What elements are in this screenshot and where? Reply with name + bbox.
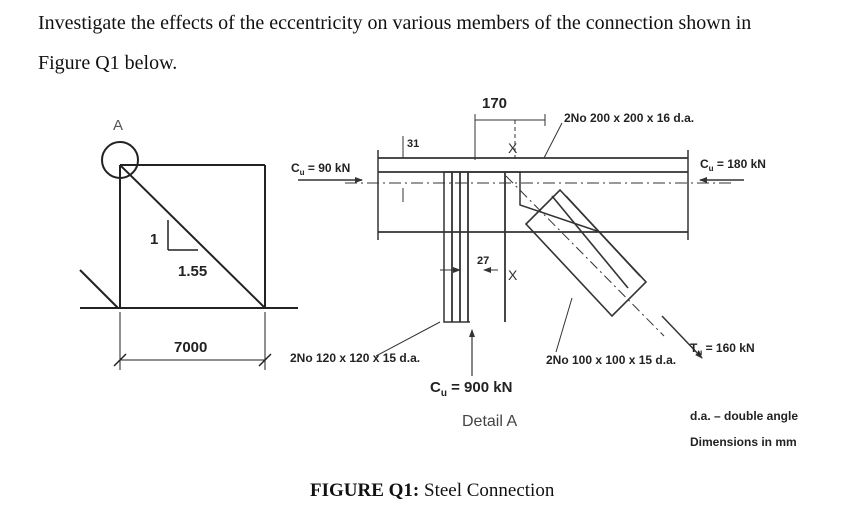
bottom-force-label: Cu = 900 kN [430,379,512,399]
question-line-2: Figure Q1 below. [38,52,178,74]
diagonal-label-leader [555,297,573,353]
diagonal-inner-edge-2 [551,195,629,289]
figure-caption: FIGURE Q1: Steel Connection [310,480,554,502]
tension-force-arrow [661,315,703,359]
diagonal-inner-edge-1 [565,195,641,277]
notes-abbreviation: d.a. – double angle [690,409,798,423]
right-force-label: Cu = 180 kN [700,157,766,173]
left-force-label: Cu = 90 kN [291,161,350,177]
diagonal-outline [524,188,648,318]
dim-170-label: 170 [482,95,507,112]
right-force-subscript: u [709,164,714,173]
dim-31-label: 31 [407,138,419,150]
right-force-symbol: C [700,157,709,171]
truss-diagonal [119,164,266,309]
vertical-member-label: 2No 120 x 120 x 15 d.a. [290,351,420,365]
span-tick-right [258,353,272,367]
figure-caption-text: Steel Connection [419,480,555,501]
notes-units: Dimensions in mm [690,435,797,449]
gusset-left-edge [443,172,470,323]
diagonal-centroid-line [505,175,665,337]
span-tick-left [113,353,127,367]
left-force-subscript: u [300,168,305,177]
tension-force-value: = 160 kN [702,341,754,355]
span-label: 7000 [174,339,207,356]
bottom-force-value: = 900 kN [447,379,512,396]
joint-a-label: A [113,117,123,134]
diagonal-member-label: 2No 100 x 100 x 15 d.a. [546,353,676,367]
dim-27-label: 27 [477,255,489,267]
figure-caption-label: FIGURE Q1: [310,480,420,501]
detail-a-drawing [298,114,744,376]
truss-left-support [79,269,119,309]
chord-label-leader [543,122,563,159]
left-force-symbol: C [291,161,300,175]
tension-force-symbol: T [690,341,698,355]
gusset-right-edge [444,171,601,233]
bottom-force-symbol: C [430,379,441,396]
slope-rise-label: 1 [150,231,158,248]
detail-a-title: Detail A [462,413,517,430]
chord-member-label: 2No 200 x 200 x 16 d.a. [564,111,694,125]
bottom-force-subscript: u [441,388,447,399]
tension-force-subscript: u [697,348,702,357]
section-x-marker-bottom: X [508,267,518,283]
slope-run-label: 1.55 [178,263,207,280]
tension-force-label: Tu = 160 kN [690,341,755,357]
question-line-1: Investigate the effects of the eccentric… [38,12,752,34]
section-x-marker-top: X [508,140,518,156]
joint-a-circle [101,141,139,179]
truss-diagram [79,141,298,370]
vertical-label-leader [375,321,441,357]
right-force-value: = 180 kN [714,157,766,171]
left-force-value: = 90 kN [305,161,351,175]
